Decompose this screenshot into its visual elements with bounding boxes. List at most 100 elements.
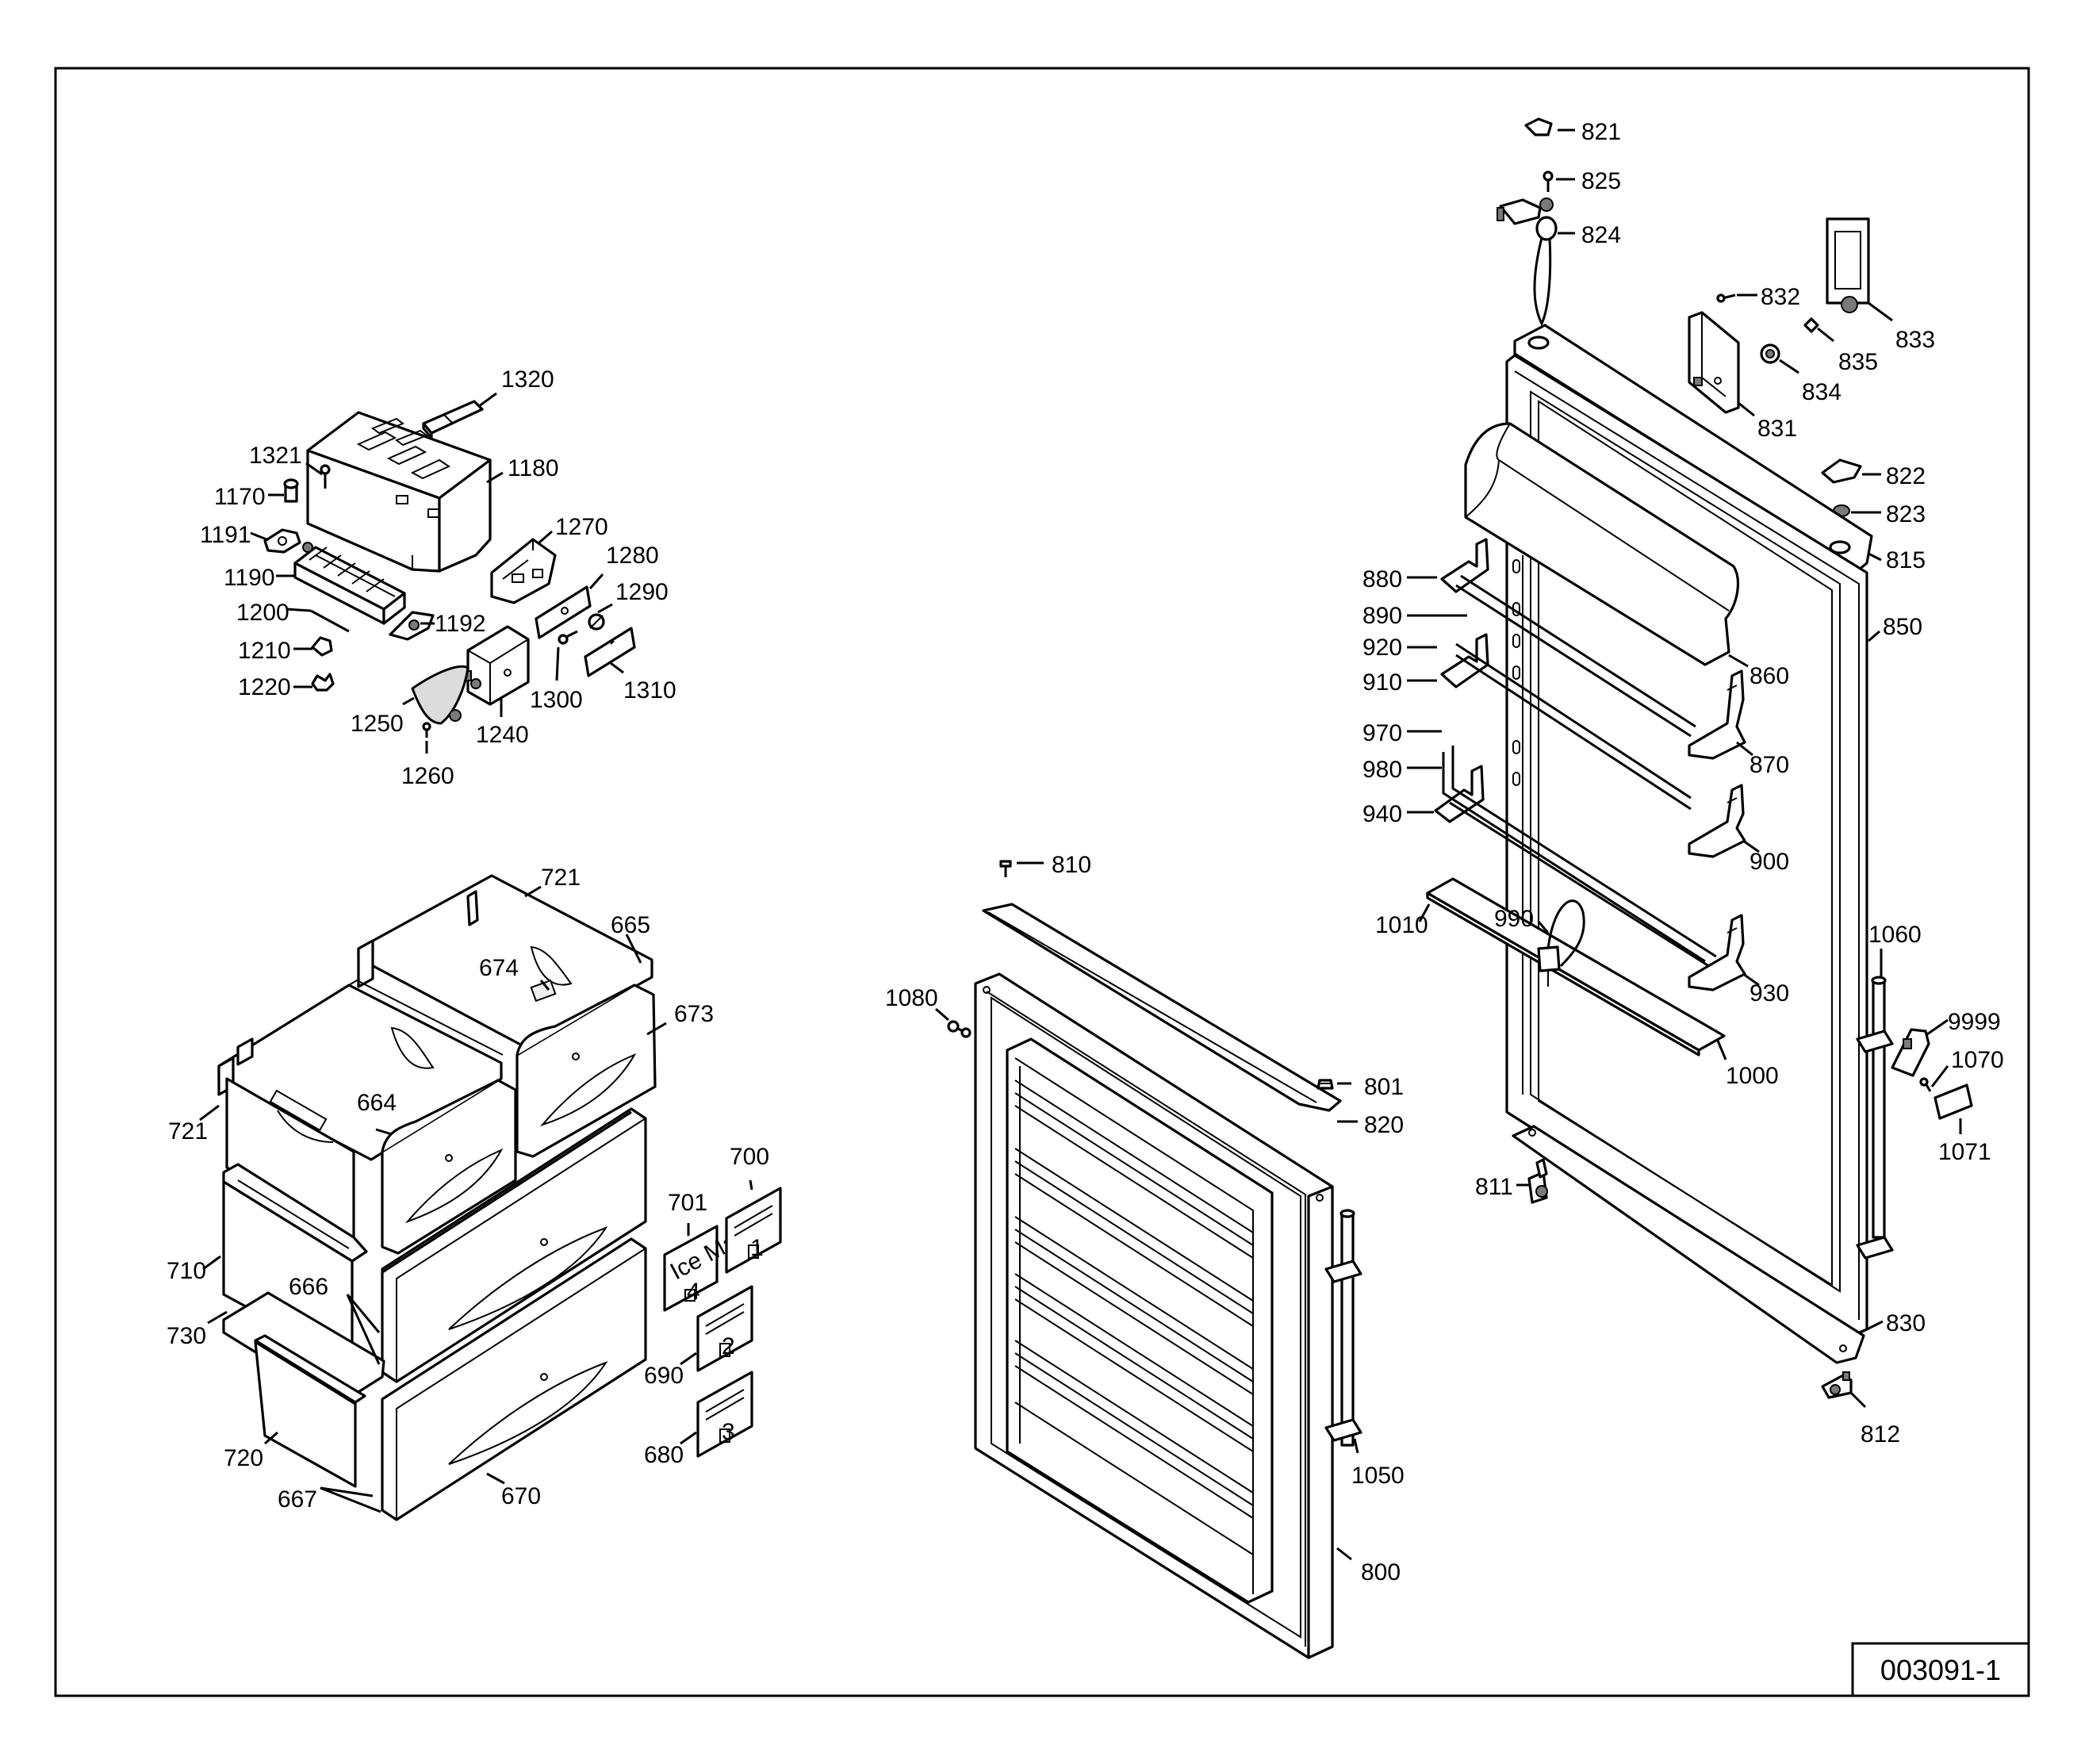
part-1170-fill-nozzle <box>283 478 299 503</box>
label-666: 666 <box>289 1274 328 1300</box>
part-990-holder <box>1537 899 1585 987</box>
part-1321-screw <box>320 464 331 489</box>
part-940-bracket-left <box>1434 746 1717 969</box>
part-720-bottom-drawer <box>254 1334 366 1488</box>
part-721-upper-basket-rear <box>357 874 653 1049</box>
sticker-set: Ice Maker 4 1 2 3 <box>663 1187 782 1458</box>
label-674: 674 <box>479 955 519 981</box>
label-1180: 1180 <box>508 455 559 481</box>
part-880-bracket-left <box>1440 538 1696 738</box>
part-1050-door-handle <box>1324 1209 1362 1447</box>
label-690: 690 <box>644 1363 684 1389</box>
label-1310: 1310 <box>623 677 676 704</box>
part-832-screw <box>1716 293 1736 303</box>
label-822: 822 <box>1886 463 1926 489</box>
part-834-bushing <box>1760 343 1780 364</box>
label-1240: 1240 <box>476 722 529 748</box>
label-665: 665 <box>611 912 650 938</box>
label-1220: 1220 <box>238 674 291 700</box>
label-820: 820 <box>1364 1112 1404 1138</box>
part-1240-motor-box <box>462 625 530 706</box>
label-1070: 1070 <box>1951 1047 2004 1073</box>
part-821-cap <box>1524 117 1553 136</box>
part-1080-screw <box>947 1020 972 1038</box>
label-1200: 1200 <box>236 600 289 626</box>
door-rail-holes <box>1512 555 1523 952</box>
label-823: 823 <box>1886 501 1926 527</box>
leader-lines <box>199 128 1962 1561</box>
label-835: 835 <box>1838 349 1878 375</box>
label-700: 700 <box>730 1144 769 1170</box>
label-1060: 1060 <box>1868 922 1922 948</box>
sticker-num-1: 1 <box>750 1235 764 1261</box>
label-800: 800 <box>1361 1559 1401 1586</box>
label-1320: 1320 <box>501 366 554 393</box>
part-1310-cover <box>584 627 636 677</box>
part-1192-bracket <box>389 611 435 641</box>
label-811: 811 <box>1475 1174 1513 1200</box>
part-822-cap <box>1821 458 1862 484</box>
part-812-hinge-pin <box>1821 1371 1853 1399</box>
label-825: 825 <box>1581 168 1621 194</box>
label-721-left: 721 <box>168 1118 208 1145</box>
label-1050: 1050 <box>1351 1463 1405 1489</box>
part-910-bracket-left <box>1440 633 1692 811</box>
part-1300-screw <box>558 630 578 645</box>
label-830: 830 <box>1886 1310 1926 1336</box>
part-1200-rod <box>310 609 350 633</box>
part-670-bottom-drawer-front <box>381 1237 647 1521</box>
part-801-cap <box>1316 1079 1334 1090</box>
part-drawer-front-wide <box>381 1110 632 1274</box>
part-800-freezer-door <box>974 972 1334 1659</box>
part-831-hinge-cover <box>1688 311 1740 414</box>
part-1000-glass-shelf <box>1426 877 1726 1056</box>
sticker-num-4: 4 <box>687 1279 700 1305</box>
part-1260-screw <box>422 722 431 738</box>
label-1290: 1290 <box>615 579 669 605</box>
part-674-divider <box>530 979 557 1003</box>
label-815: 815 <box>1886 547 1926 573</box>
part-680-sticker: 3 <box>696 1371 753 1458</box>
label-720: 720 <box>224 1445 263 1471</box>
label-1260: 1260 <box>401 763 454 789</box>
part-1220-clip <box>311 673 335 692</box>
label-1270: 1270 <box>555 514 608 540</box>
sticker-num-2: 2 <box>722 1333 735 1359</box>
label-730: 730 <box>167 1323 206 1349</box>
part-900-bracket-right <box>1688 784 1746 858</box>
label-920: 920 <box>1362 635 1402 661</box>
part-825-screw <box>1543 171 1554 192</box>
part-833-cover-plate <box>1826 217 1870 313</box>
label-1010: 1010 <box>1375 912 1428 938</box>
label-1321: 1321 <box>249 443 302 469</box>
label-910: 910 <box>1362 669 1402 696</box>
part-870-bracket-right <box>1688 669 1746 760</box>
label-1170: 1170 <box>214 484 266 510</box>
label-710: 710 <box>167 1258 206 1284</box>
part-1191-gasket <box>263 528 301 554</box>
label-1250: 1250 <box>351 711 404 737</box>
part-9999-handle-bracket <box>1891 1028 1930 1077</box>
label-667: 667 <box>278 1486 317 1513</box>
label-860: 860 <box>1749 663 1789 689</box>
ice-maker-assembly <box>263 400 636 738</box>
label-1210: 1210 <box>238 638 291 664</box>
label-831: 831 <box>1757 416 1797 442</box>
label-833: 833 <box>1895 327 1935 353</box>
label-1080: 1080 <box>885 985 938 1011</box>
label-1190: 1190 <box>224 565 275 591</box>
part-664-drawer-front <box>381 1079 517 1255</box>
label-721-top: 721 <box>541 865 581 891</box>
label-1071: 1071 <box>1938 1139 1991 1165</box>
label-801: 801 <box>1364 1074 1404 1100</box>
label-880: 880 <box>1362 566 1402 592</box>
label-810: 810 <box>1052 852 1091 878</box>
reference-box <box>1851 1642 2030 1697</box>
label-832: 832 <box>1761 284 1800 310</box>
label-824: 824 <box>1581 222 1621 248</box>
label-890: 890 <box>1362 603 1402 629</box>
label-1300: 1300 <box>530 687 583 713</box>
part-860-butter-compartment <box>1464 422 1740 666</box>
part-810-screw <box>999 860 1012 877</box>
